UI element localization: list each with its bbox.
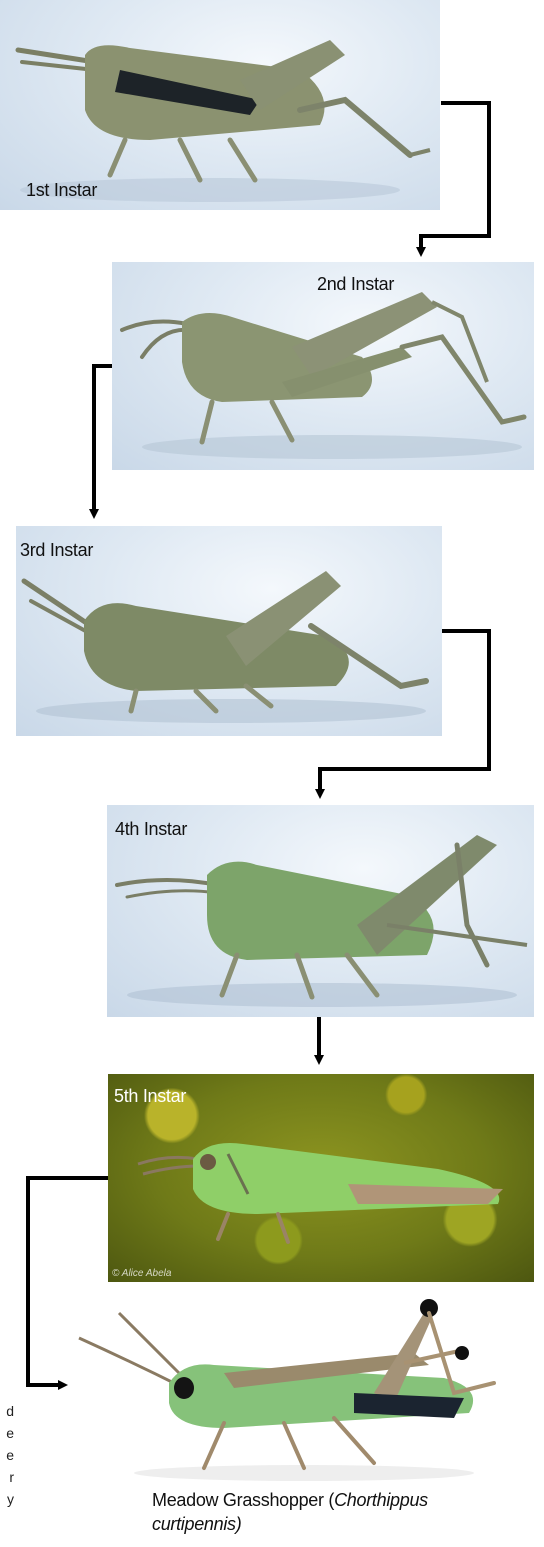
grasshopper-adult-illustration bbox=[74, 1293, 544, 1488]
caption-common-name: Meadow Grasshopper ( bbox=[152, 1490, 334, 1510]
photo-5th-instar: 5th Instar © Alice Abela bbox=[108, 1074, 534, 1282]
stage-label-3rd-instar: 3rd Instar bbox=[20, 540, 93, 561]
cropped-side-text-line: d bbox=[0, 1400, 14, 1422]
photo-watermark: © Alice Abela bbox=[112, 1268, 171, 1279]
photo-1st-instar: 1st Instar bbox=[0, 0, 440, 210]
stage-label-2nd-instar: 2nd Instar bbox=[317, 274, 394, 295]
photo-2nd-instar: 2nd Instar bbox=[112, 262, 534, 470]
stage-label-1st-instar: 1st Instar bbox=[26, 180, 97, 201]
cropped-side-text-line: y bbox=[0, 1488, 14, 1510]
photo-3rd-instar: 3rd Instar bbox=[16, 526, 442, 736]
cropped-side-text-line: e bbox=[0, 1444, 14, 1466]
arrow-2nd-to-3rd bbox=[94, 366, 112, 514]
photo-4th-instar: 4th Instar bbox=[107, 805, 534, 1017]
stage-label-5th-instar: 5th Instar bbox=[114, 1086, 186, 1107]
cropped-side-text-line: e bbox=[0, 1422, 14, 1444]
species-caption: Meadow Grasshopper (Chorthippus curtipen… bbox=[152, 1488, 472, 1536]
grasshopper-nymph-1-illustration bbox=[0, 0, 440, 210]
stage-label-4th-instar: 4th Instar bbox=[115, 819, 187, 840]
cropped-side-text-line: r bbox=[0, 1466, 14, 1488]
cropped-side-text: d e e r y bbox=[0, 1400, 14, 1510]
photo-adult-meadow-grasshopper bbox=[74, 1293, 544, 1488]
